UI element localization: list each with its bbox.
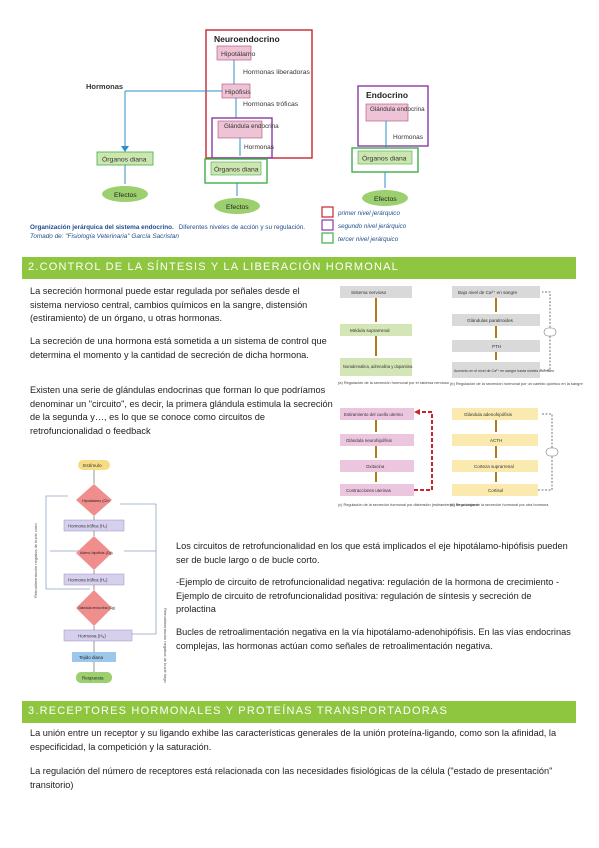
node-adenohipofisis: [76, 536, 112, 570]
short-loop-label: Retroalimentación negativa de bucle cort…: [33, 523, 38, 598]
long-loop-label: Retroalimentación negativa de bucle larg…: [163, 608, 168, 683]
figure1-caption: Organización jerárquica del sistema endo…: [30, 224, 305, 231]
svg-text:Órganos diana: Órganos diana: [214, 165, 259, 174]
svg-text:Hormona (H₃): Hormona (H₃): [78, 634, 106, 639]
svg-text:Sistema nervioso: Sistema nervioso: [351, 290, 387, 295]
section2-heading: 2.CONTROL DE LA SÍNTESIS Y LA LIBERACIÓN…: [28, 261, 399, 273]
section2-paragraph-6: Bucles de retroalimentación negativa en …: [176, 627, 571, 651]
svg-text:Glándula neurohipófisis: Glándula neurohipófisis: [346, 438, 393, 443]
glandula-box: [211, 117, 273, 159]
section3-paragraph-1: La unión entre un receptor y su ligando …: [30, 728, 557, 752]
legend-red-swatch: [321, 206, 334, 218]
svg-text:Estiramiento del cuello uterin: Estiramiento del cuello uterino: [344, 412, 403, 417]
svg-text:Efectos: Efectos: [114, 192, 137, 199]
tercer-nivel-box-mid: [204, 158, 268, 184]
efectos-mid: [214, 198, 260, 214]
panel-b-caption: (b) Regulación de la secreción hormonal …: [450, 381, 583, 386]
hormonas-right-label: Hormonas: [393, 134, 424, 141]
section3-heading-band: 3.RECEPTORES HORMONALES Y PROTEÍNAS TRAN…: [22, 701, 576, 723]
legend-purple-swatch: [321, 219, 334, 231]
panel-a: Sistema nervioso Médula suprarrenal Nora…: [338, 286, 449, 385]
panel-a-caption: (a) Regulación de la secreción hormonal …: [338, 380, 449, 385]
legend-tercer: tercer nivel jerárquico: [338, 236, 399, 243]
svg-text:Adeno-hipófisis (Cg): Adeno-hipófisis (Cg): [80, 551, 113, 555]
organos-diana-mid: [210, 161, 262, 176]
svg-text:Tejido diana: Tejido diana: [79, 655, 104, 660]
figure1-source: Tomado de: "Fisiología Veterinaria" Garc…: [30, 233, 179, 240]
svg-text:Contracciones uterinas: Contracciones uterinas: [346, 488, 392, 493]
node-hipotalamo: [76, 484, 112, 516]
svg-text:ACTH: ACTH: [490, 438, 502, 443]
hormonas-liberadoras-label: Hormonas liberadoras: [243, 69, 310, 76]
node-tejido-diana: [72, 652, 116, 662]
legend-green-swatch: [321, 232, 334, 244]
svg-text:Hormona trófica (H₂): Hormona trófica (H₂): [68, 578, 108, 583]
hormonas-left-label: Hormonas: [86, 82, 123, 91]
section2-heading-band: 2.CONTROL DE LA SÍNTESIS Y LA LIBERACIÓN…: [22, 257, 576, 279]
hipofisis-label: Hipófisis: [225, 89, 251, 96]
panel-b: Bajo nivel de Ca²⁺ en sangre Glándulas p…: [450, 286, 583, 386]
svg-text:Glándula endocrina (Cg): Glándula endocrina (Cg): [78, 606, 115, 610]
svg-text:Noradrenalina, adrenalina y do: Noradrenalina, adrenalina y dopamina: [343, 364, 413, 369]
svg-text:Estímulo: Estímulo: [83, 463, 102, 469]
svg-text:Efectos: Efectos: [226, 204, 249, 211]
section3-heading: 3.RECEPTORES HORMONALES Y PROTEÍNAS TRAN…: [28, 705, 449, 717]
node-hormona-3: [63, 629, 133, 642]
svg-text:Aumento en el nivel de Ca²⁺ en: Aumento en el nivel de Ca²⁺ en sangre ha…: [454, 369, 554, 373]
panel-d: Glándula adenohipófisis ACTH Corteza sup…: [450, 408, 559, 507]
panel-c: Estiramiento del cuello uterino Glándula…: [338, 408, 478, 507]
section2-paragraph-3: Existen una serie de glándulas endocrina…: [30, 385, 333, 436]
section2-paragraph-5: -Ejemplo de circuito de retrofuncionalid…: [176, 577, 560, 615]
section2-paragraph-4: Los circuitos de retrofuncionalidad en l…: [176, 541, 568, 565]
svg-text:Glándula adenohipófisis: Glándula adenohipófisis: [464, 412, 513, 417]
organos-diana-right: [357, 150, 413, 165]
svg-text:Glándulas paratiroides: Glándulas paratiroides: [467, 318, 514, 323]
svg-text:Oxitocina: Oxitocina: [366, 464, 385, 469]
feedback-figure: Retroalimentación negativa de bucle cort…: [33, 460, 168, 683]
glandula-label: Glándula endocrina: [224, 123, 279, 130]
node-glandula-endocrina: [76, 590, 112, 626]
svg-text:Efectos: Efectos: [374, 196, 397, 203]
regulation-figure: Sistema nervioso Médula suprarrenal Nora…: [338, 286, 583, 507]
neuro-title: Neuroendocrino: [214, 34, 280, 44]
section3-paragraph-2: La regulación del número de receptores e…: [30, 766, 553, 790]
node-estimulo: [78, 460, 110, 470]
panel-d-caption: (d) Regulación de la secreción hormonal …: [450, 503, 549, 507]
svg-text:Órganos diana: Órganos diana: [362, 154, 407, 163]
hormonas-mid-label: Hormonas: [244, 144, 275, 151]
svg-text:Corteza suprarrenal: Corteza suprarrenal: [474, 464, 514, 469]
legend-primer: primer nivel jerárquico: [337, 210, 400, 217]
efectos-left: [102, 186, 148, 202]
legend-segundo: segundo nivel jerárquico: [338, 223, 407, 230]
section2-paragraph-2: La secreción de una hormona está sometid…: [30, 336, 327, 360]
panel-c-caption: (c) Regulación de la secreción hormonal …: [338, 503, 478, 507]
svg-text:PTH: PTH: [492, 344, 501, 349]
svg-text:Médula suprarrenal: Médula suprarrenal: [350, 328, 390, 333]
endocrino-title: Endocrino: [366, 90, 408, 100]
svg-text:Órganos diana: Órganos diana: [102, 155, 147, 164]
svg-text:Bajo nivel de Ca²⁺ en sangre: Bajo nivel de Ca²⁺ en sangre: [458, 290, 518, 295]
node-respuesta: [76, 672, 112, 683]
svg-text:Hormona trófica (H₁): Hormona trófica (H₁): [68, 524, 108, 529]
hierarchy-figure: Neuroendocrino Hipotálamo Hormonas liber…: [30, 29, 429, 244]
endocrino-box: [357, 85, 429, 147]
svg-text:Respuesta: Respuesta: [82, 676, 104, 681]
svg-text:Cortisol: Cortisol: [488, 488, 503, 493]
glandula-right-label: Glándula endocrina: [370, 106, 425, 113]
efectos-right: [362, 190, 408, 206]
hormonas-troficas-label: Hormonas tróficas: [243, 101, 299, 108]
section2-paragraph-1: La secreción hormonal puede estar regula…: [30, 286, 308, 324]
hipotalamo-label: Hipotálamo: [221, 51, 256, 58]
svg-text:Hipotálamo (Ch): Hipotálamo (Ch): [82, 499, 110, 503]
